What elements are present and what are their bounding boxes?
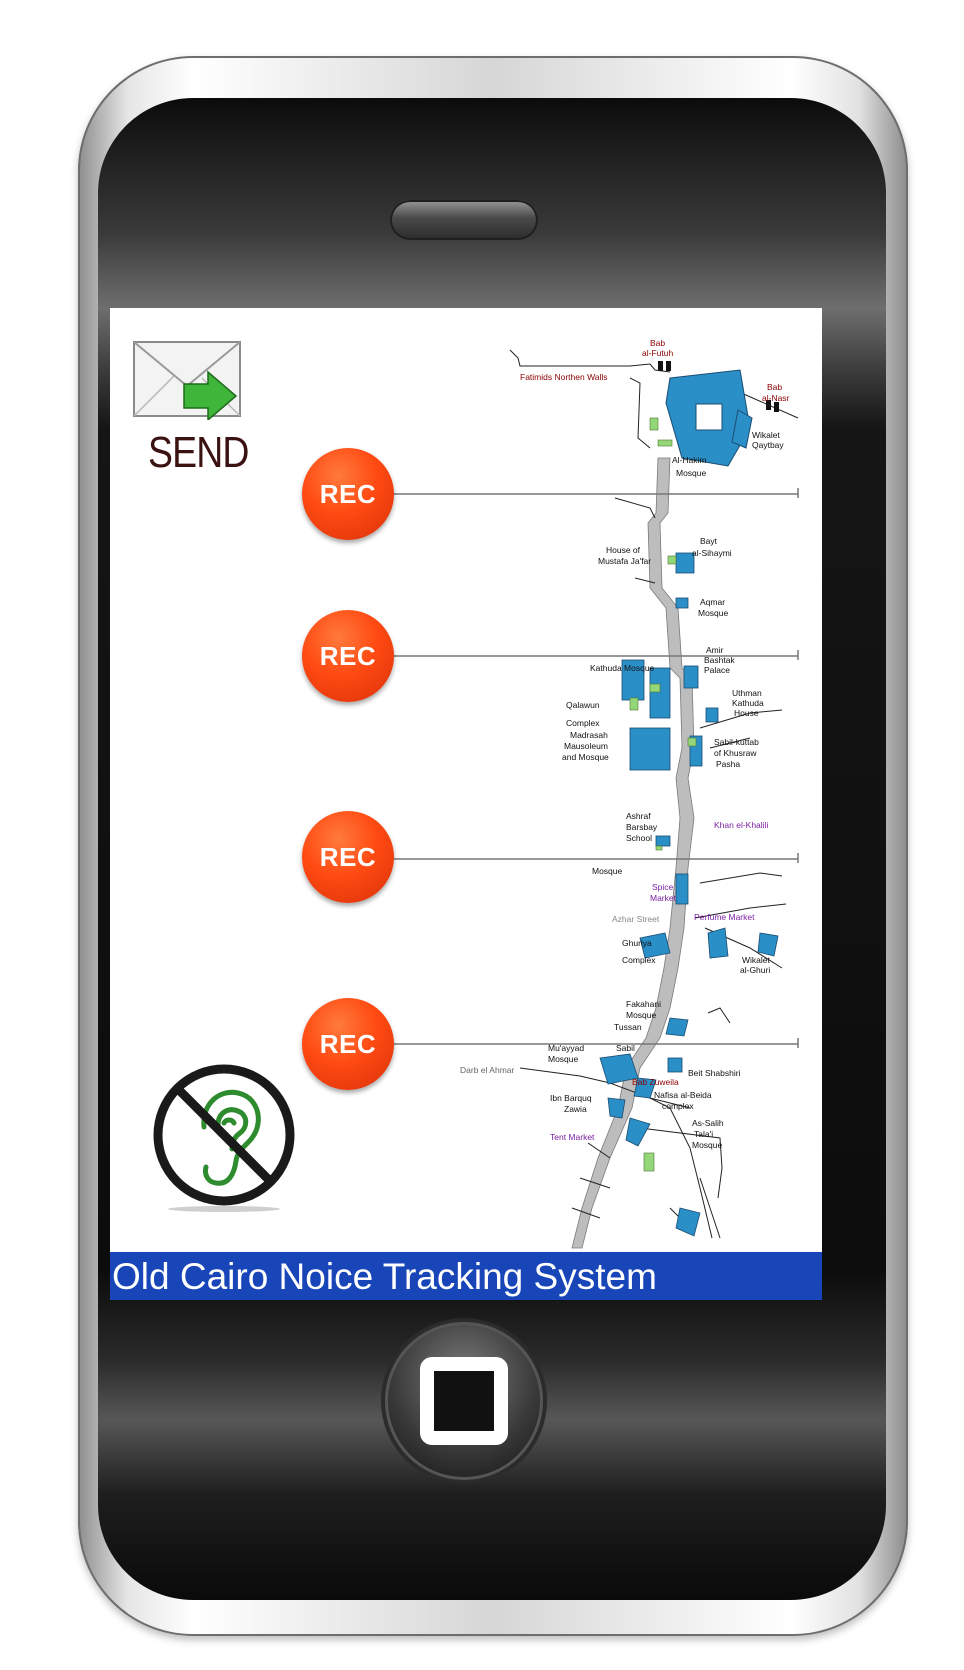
rec-label: REC [319,841,377,872]
map-label: of Khusraw [714,748,757,758]
map-label: Spice [652,882,674,892]
map-label: Kathuda Mosque [590,663,655,673]
map-label: Mosque [692,1140,723,1150]
map-label: Sabil-kuttab [714,737,759,747]
map-label: Mu'ayyad [548,1043,584,1053]
map-label: School [626,833,652,843]
phone-speaker [390,200,538,240]
map-label: Bayt [700,536,718,546]
map-label: Fakahani [626,999,661,1009]
rec-label: REC [319,1028,377,1059]
map-label: Fatimids Northen Walls [520,372,608,382]
map-label: Mausoleum [564,741,608,751]
map-label: al-Ghuri [740,965,770,975]
map-label: Bab Zuweila [632,1077,679,1087]
map-label: Mosque [592,866,623,876]
map-label: Mosque [548,1054,579,1064]
map-label: Amir [706,645,724,655]
rec-button-2[interactable]: REC [302,610,394,702]
map-label: Ghuriya [622,938,652,948]
rec-button-3[interactable]: REC [302,811,394,903]
map-label: Al-Hakim [672,455,706,465]
map-label: Khan el-Khalili [714,820,768,830]
map-label: Pasha [716,759,740,769]
map-label: Bab [767,382,782,392]
map-label: Nafisa al-Beida [654,1090,712,1100]
map-label: Sabil [616,1043,635,1053]
map-label: al-Nasr [762,393,790,403]
map-label: Tala'i [694,1129,713,1139]
rec-button-1[interactable]: REC [302,448,394,540]
map-label: Aqmar [700,597,725,607]
map-label: Wikalet [752,430,781,440]
map-label: Ashraf [626,811,651,821]
send-label: SEND [148,428,249,477]
mute-button[interactable] [152,1063,296,1213]
home-button-square-icon [420,1357,508,1445]
map-label: al-Sihaymi [692,548,732,558]
map-label: Tent Market [550,1132,595,1142]
map-label: and Mosque [562,752,609,762]
map-label: Wikalet [742,955,771,965]
old-cairo-map[interactable]: Bab al-Futuh Fatimids Northen Walls Bab … [110,308,822,1300]
map-label: Darb el Ahmar [460,1065,514,1075]
rec-button-4[interactable]: REC [302,998,394,1090]
map-label: Zawia [564,1104,587,1114]
phone-screen: Bab al-Futuh Fatimids Northen Walls Bab … [110,308,822,1300]
map-label: Barsbay [626,822,658,832]
map-label: Uthman [732,688,762,698]
map-label: Mustafa Ja'far [598,556,651,566]
map-label: complex [662,1101,694,1111]
map-label: House [734,708,759,718]
app-title-bar: Old Cairo Noice Tracking System [110,1252,822,1300]
map-label: Perfume Market [694,912,755,922]
map-label: Qaytbay [752,440,784,450]
map-label: Complex [622,955,656,965]
envelope-send-icon [133,341,241,422]
map-label: Qalawun [566,700,600,710]
map-label: Tussan [614,1022,642,1032]
map-label: Complex [566,718,600,728]
map-label: Bab [650,338,665,348]
map-label: Madrasah [570,730,608,740]
hearing-disabled-icon [153,1064,295,1212]
map-label: As-Salih [692,1118,724,1128]
rec-label: REC [319,478,377,509]
map-label: Kathuda [732,698,764,708]
map-label: Beit Shabshiri [688,1068,741,1078]
map-label: Azhar Street [612,914,660,924]
map-label: Ibn Barquq [550,1093,592,1103]
map-label: Market [650,893,677,903]
map-label: Mosque [626,1010,657,1020]
map-label: House of [606,545,641,555]
map-label: Mosque [698,608,729,618]
map-label: Mosque [676,468,707,478]
send-button[interactable]: SEND [132,340,250,480]
map-label: al-Futuh [642,348,673,358]
map-label: Bashtak [704,655,735,665]
app-title: Old Cairo Noice Tracking System [112,1256,657,1297]
rec-label: REC [319,640,377,671]
map-label: Palace [704,665,730,675]
